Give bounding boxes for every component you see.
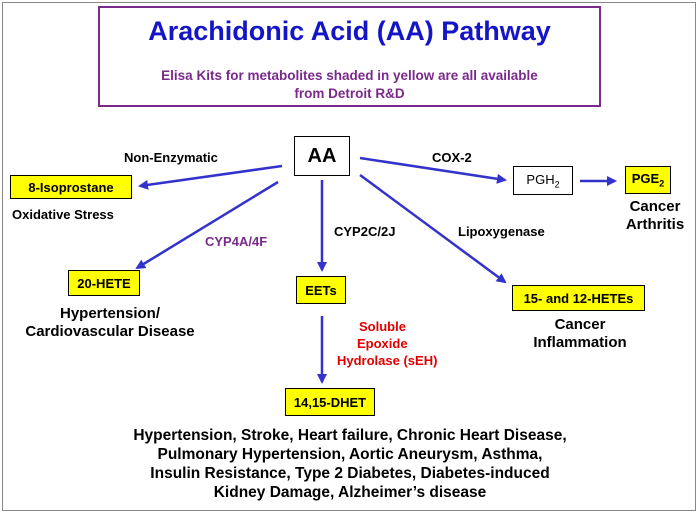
- arrow-aa-to-hetes: [359, 173, 507, 284]
- header-box: Arachidonic Acid (AA) Pathway Elisa Kits…: [98, 6, 601, 107]
- subtitle-line-2: from Detroit R&D: [294, 86, 405, 101]
- enzyme-seh: Soluble Epoxide Hydrolase (sEH): [337, 318, 437, 369]
- node-aa: AA: [294, 136, 350, 176]
- dhet-effect-line-4: Kidney Damage, Alzheimer’s disease: [213, 484, 487, 501]
- hetes-effect-line-1: Cancer: [554, 316, 606, 333]
- node-eets: EETs: [296, 276, 346, 304]
- arrow-aa-to-isoprostane: [138, 164, 283, 190]
- enzyme-cyp2c-2j: CYP2C/2J: [334, 224, 396, 239]
- effect-pge2: Cancer Arthritis: [615, 198, 695, 234]
- seh-line-1: Soluble: [359, 319, 406, 334]
- pge2-effect-line-1: Cancer: [629, 198, 681, 215]
- effect-oxidative-stress: Oxidative Stress: [12, 207, 114, 222]
- effect-14-15-dhet: Hypertension, Stroke, Heart failure, Chr…: [0, 426, 700, 502]
- enzyme-lipoxygenase: Lipoxygenase: [458, 224, 545, 239]
- node-15-12-hetes: 15- and 12-HETEs: [512, 285, 645, 311]
- seh-line-3: Hydrolase (sEH): [337, 353, 438, 368]
- enzyme-cox-2: COX-2: [432, 150, 472, 165]
- node-pgh2: PGH2: [513, 166, 573, 195]
- arrow-aa-to-pgh2: [359, 156, 507, 184]
- effect-15-12-hetes: Cancer Inflammation: [530, 316, 630, 352]
- effect-20-hete: Hypertension/ Cardiovascular Disease: [10, 305, 210, 341]
- hetes-effect-line-2: Inflammation: [533, 334, 627, 351]
- pge2-effect-line-2: Arthritis: [625, 216, 685, 233]
- pge2-label: PGE2: [631, 171, 665, 189]
- enzyme-cyp4a-4f: CYP4A/4F: [205, 234, 268, 249]
- diagram-frame: [2, 2, 696, 511]
- hete20-effect-line-1: Hypertension/: [59, 305, 161, 322]
- node-8-isoprostane: 8-Isoprostane: [10, 175, 132, 199]
- node-14-15-dhet: 14,15-DHET: [285, 388, 375, 416]
- dhet-effect-line-2: Pulmonary Hypertension, Aortic Aneurysm,…: [157, 446, 543, 463]
- hete20-effect-line-2: Cardiovascular Disease: [25, 323, 195, 340]
- enzyme-non-enzymatic: Non-Enzymatic: [124, 150, 218, 165]
- subtitle-line-1: Elisa Kits for metabolites shaded in yel…: [161, 68, 538, 83]
- dhet-effect-line-3: Insulin Resistance, Type 2 Diabetes, Dia…: [150, 465, 550, 482]
- arrow-aa-to-20hete: [135, 180, 279, 270]
- node-20-hete: 20-HETE: [68, 270, 140, 296]
- diagram-title: Arachidonic Acid (AA) Pathway: [148, 16, 551, 46]
- node-pge2: PGE2: [625, 166, 671, 194]
- dhet-effect-line-1: Hypertension, Stroke, Heart failure, Chr…: [133, 427, 567, 444]
- pgh2-label: PGH2: [526, 171, 560, 190]
- seh-line-2: Epoxide: [357, 336, 408, 351]
